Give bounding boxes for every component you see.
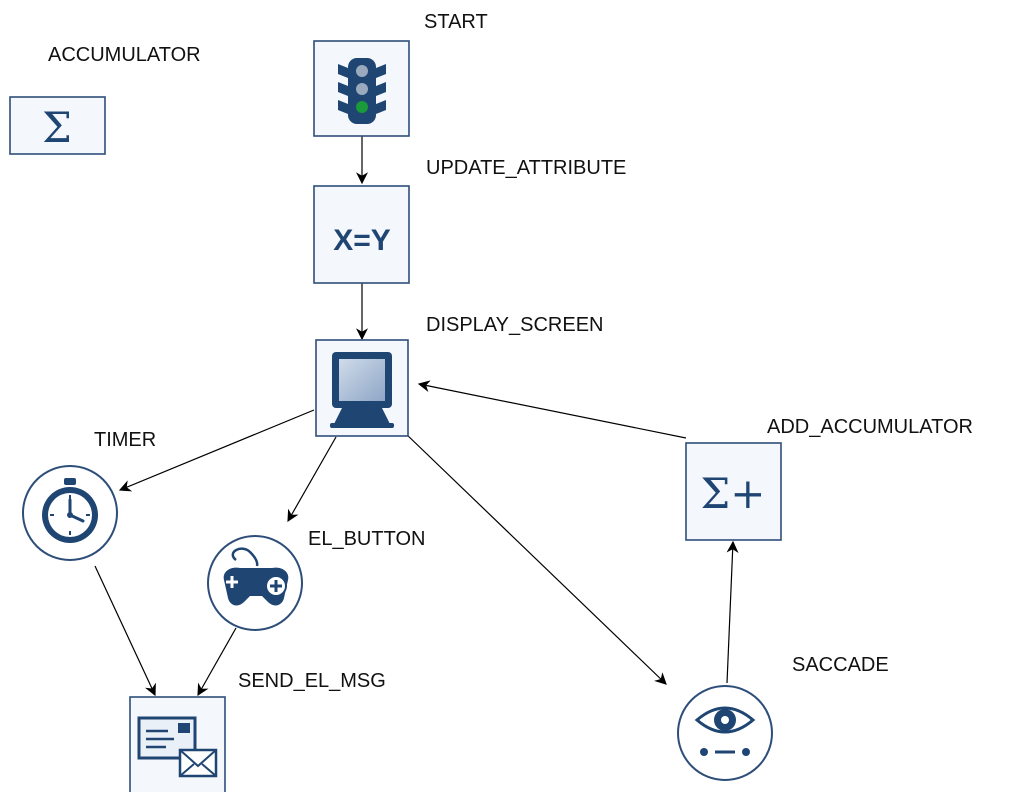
monitor-icon	[330, 352, 394, 428]
node-box-update-attribute	[313, 185, 410, 284]
edge-display-screen-el-button	[287, 436, 337, 523]
edge-el-button-send-el-msg	[197, 627, 237, 697]
node-label-send-el-msg: SEND_EL_MSG	[238, 670, 386, 692]
sigma-icon: Σ	[42, 103, 72, 152]
node-label-accumulator: ACCUMULATOR	[48, 44, 201, 66]
node-add-accumulator[interactable]: ADD_ACCUMULATOR Σ+	[685, 416, 973, 541]
sigma-plus-icon: Σ+	[701, 469, 766, 518]
node-send-el-msg[interactable]: SEND_EL_MSG	[129, 670, 386, 792]
x-equals-y-icon: X=Y	[333, 224, 391, 257]
node-accumulator[interactable]: ACCUMULATOR Σ	[9, 44, 201, 155]
edge-saccade-add-accumulator	[726, 540, 739, 684]
envelope-icon	[137, 716, 218, 778]
edges	[94, 136, 739, 697]
node-label-saccade: SACCADE	[792, 654, 889, 676]
node-label-display-screen: DISPLAY_SCREEN	[426, 314, 603, 336]
node-start[interactable]: START	[313, 11, 488, 137]
gamepad-icon	[223, 547, 289, 606]
node-label-timer: TIMER	[94, 429, 156, 451]
stopwatch-icon	[42, 478, 98, 543]
node-box-add-accumulator	[685, 442, 782, 541]
node-box-accumulator	[9, 96, 106, 155]
node-label-start: START	[424, 11, 488, 33]
node-el-button[interactable]: EL_BUTTON	[207, 528, 425, 631]
edge-add-accumulator-display-screen	[417, 380, 687, 439]
node-saccade[interactable]: SACCADE	[677, 654, 889, 781]
edge-display-screen-timer	[118, 409, 315, 492]
node-timer[interactable]: TIMER	[22, 429, 156, 561]
node-update-attribute[interactable]: UPDATE_ATTRIBUTE X=Y	[313, 157, 626, 284]
node-label-add-accumulator: ADD_ACCUMULATOR	[767, 416, 973, 438]
traffic-light-icon	[338, 58, 386, 124]
edge-timer-send-el-msg	[94, 565, 156, 697]
node-display-screen[interactable]: DISPLAY_SCREEN	[315, 314, 603, 437]
eye-icon	[694, 706, 756, 756]
edge-display-screen-saccade	[403, 431, 667, 685]
node-label-el-button: EL_BUTTON	[308, 528, 425, 550]
node-label-update-attribute: UPDATE_ATTRIBUTE	[426, 157, 626, 179]
